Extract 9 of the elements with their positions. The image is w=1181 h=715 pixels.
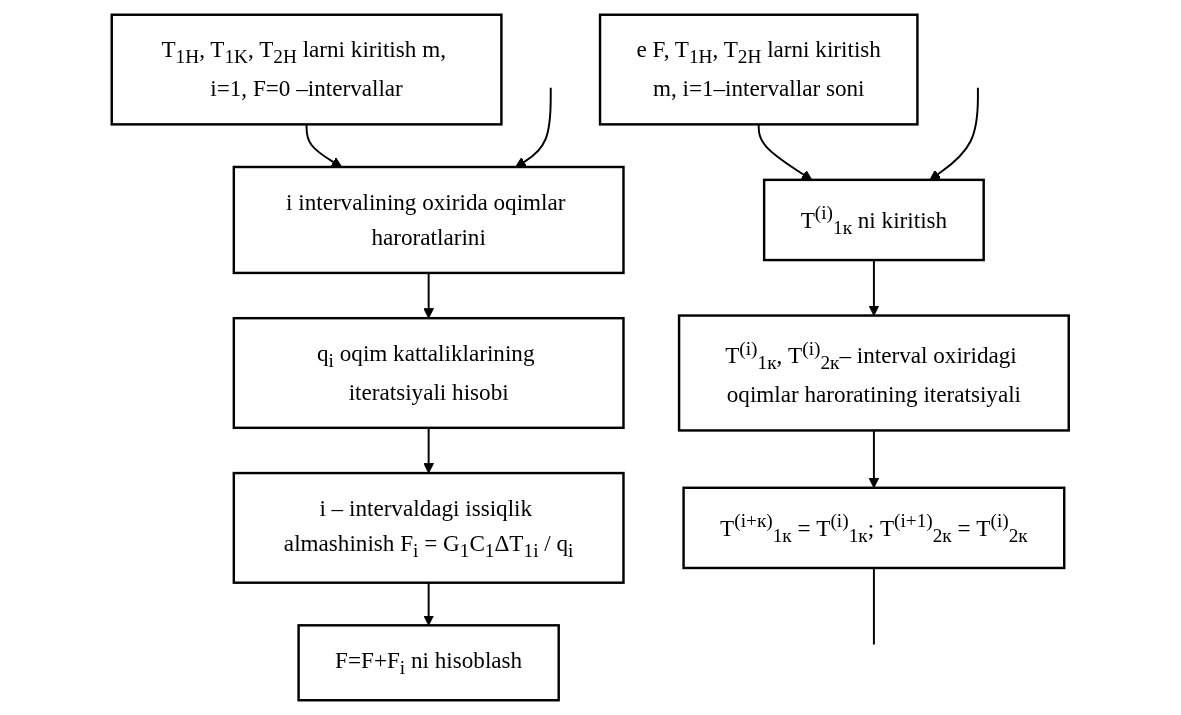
node-box: F=F+F$_{i}$ ni hisoblash xyxy=(297,624,561,702)
node-box: i intervalining oxirida oqimlar haroratlarini xyxy=(232,165,625,275)
node-box: T$_{1H}$, T$_{1K}$, T$_{2H}$ larni kiritish m, i=1, F=0 –intervallar xyxy=(110,13,503,126)
connector xyxy=(873,567,876,646)
node-box: i – intervaldagi issiqlik almashinish F$_{i}$ = G$_{1}$C$_{1}$ΔT$_{1i}$ / q$_{i}$ xyxy=(232,471,625,584)
node-box: e F, T$_{1H}$, T$_{2H}$ larni kiritish m, i=1–intervallar soni xyxy=(599,13,919,126)
node-box: T$^{(i)}$$_{1к}$ ni kiritish xyxy=(763,178,986,262)
node-box: q$_{i}$ oqim kattaliklarining iteratsiyali hisobi xyxy=(232,316,625,430)
node-box: T$^{(i)}$$_{1к}$, T$^{(i)}$$_{2к}$– interval oxiridagi oqimlar haroratining iteratsiyali xyxy=(678,314,1071,432)
